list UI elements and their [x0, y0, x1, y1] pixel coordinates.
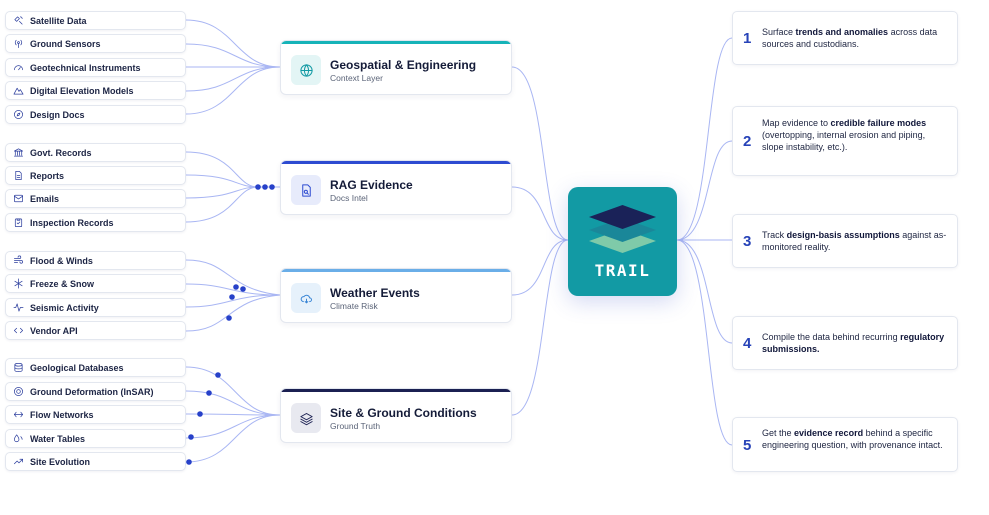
source-label: Flow Networks [30, 409, 94, 420]
flow-icon [6, 409, 30, 420]
mail-icon [6, 193, 30, 204]
deformation-icon [6, 386, 30, 397]
card-accent-bar [281, 389, 511, 392]
source-digital-elevation-models[interactable]: Digital Elevation Models [5, 81, 186, 100]
source-flow-networks[interactable]: Flow Networks [5, 405, 186, 424]
source-label: Vendor API [30, 325, 78, 336]
source-satellite-data[interactable]: Satellite Data [5, 11, 186, 30]
code-icon [6, 325, 30, 336]
outcome-number: 3 [743, 233, 752, 250]
file-icon [6, 170, 30, 181]
mountain-icon [6, 85, 30, 96]
outcome-card-5[interactable]: 5 Get the evidence record behind a speci… [732, 417, 958, 472]
source-geological-databases[interactable]: Geological Databases [5, 358, 186, 377]
source-ground-sensors[interactable]: Ground Sensors [5, 34, 186, 53]
source-site-evolution[interactable]: Site Evolution [5, 452, 186, 471]
layer-card-site-ground[interactable]: Site & Ground Conditions Ground Truth [280, 388, 512, 443]
outcome-number: 2 [743, 133, 752, 150]
database-icon [6, 362, 30, 373]
card-subtitle: Context Layer [330, 73, 383, 83]
source-label: Satellite Data [30, 15, 87, 26]
source-flood-winds[interactable]: Flood & Winds [5, 251, 186, 270]
cloud-rain-icon [291, 283, 321, 313]
card-subtitle: Docs Intel [330, 193, 368, 203]
card-title: Weather Events [330, 286, 420, 300]
outcome-text: Surface trends and anomalies across data… [762, 27, 938, 49]
card-accent-bar [281, 269, 511, 272]
activity-icon [6, 302, 30, 313]
source-label: Seismic Activity [30, 302, 99, 313]
card-accent-bar [281, 41, 511, 44]
bank-icon [6, 147, 30, 158]
sensor-icon [6, 38, 30, 49]
outcome-number: 4 [743, 335, 752, 352]
card-subtitle: Ground Truth [330, 421, 381, 431]
droplets-icon [6, 433, 30, 444]
trail-hub[interactable]: TRAIL [568, 187, 677, 296]
outcome-number: 1 [743, 30, 752, 47]
source-reports[interactable]: Reports [5, 166, 186, 185]
source-inspection-records[interactable]: Inspection Records [5, 213, 186, 232]
gauge-icon [6, 62, 30, 73]
satellite-icon [6, 15, 30, 26]
trend-up-icon [6, 456, 30, 467]
source-label: Ground Deformation (InSAR) [30, 386, 154, 397]
outcome-number: 5 [743, 437, 752, 454]
card-accent-bar [281, 161, 511, 164]
source-vendor-api[interactable]: Vendor API [5, 321, 186, 340]
outcome-text: Get the evidence record behind a specifi… [762, 428, 943, 450]
source-label: Freeze & Snow [30, 278, 95, 289]
trail-label: TRAIL [594, 261, 651, 280]
source-label: Site Evolution [30, 456, 91, 467]
source-emails[interactable]: Emails [5, 189, 186, 208]
layer-card-weather-events[interactable]: Weather Events Climate Risk [280, 268, 512, 323]
outcome-text: Map evidence to credible failure modes (… [762, 118, 927, 152]
card-title: Geospatial & Engineering [330, 58, 477, 72]
compass-icon [6, 109, 30, 120]
layer-card-geospatial[interactable]: Geospatial & Engineering Context Layer [280, 40, 512, 95]
layer-card-rag-evidence[interactable]: RAG Evidence Docs Intel [280, 160, 512, 215]
card-title: RAG Evidence [330, 178, 413, 192]
source-label: Geological Databases [30, 362, 124, 373]
source-label: Flood & Winds [30, 255, 93, 266]
source-water-tables[interactable]: Water Tables [5, 429, 186, 448]
source-label: Ground Sensors [30, 38, 101, 49]
source-freeze-snow[interactable]: Freeze & Snow [5, 274, 186, 293]
source-ground-deformation[interactable]: Ground Deformation (InSAR) [5, 382, 186, 401]
source-label: Design Docs [30, 109, 85, 120]
source-label: Water Tables [30, 433, 86, 444]
card-subtitle: Climate Risk [330, 301, 378, 311]
globe-icon [291, 55, 321, 85]
snowflake-icon [6, 278, 30, 289]
outcome-card-4[interactable]: 4 Compile the data behind recurring regu… [732, 316, 958, 370]
outcome-card-1[interactable]: 1 Surface trends and anomalies across da… [732, 11, 958, 65]
outcome-text: Compile the data behind recurring regula… [762, 332, 945, 354]
source-label: Emails [30, 193, 60, 204]
outcome-card-3[interactable]: 3 Track design-basis assumptions against… [732, 214, 958, 268]
source-label: Inspection Records [30, 217, 114, 228]
source-label: Digital Elevation Models [30, 85, 134, 96]
source-design-docs[interactable]: Design Docs [5, 105, 186, 124]
source-label: Geotechnical Instruments [30, 62, 141, 73]
layers-icon [291, 403, 321, 433]
document-search-icon [291, 175, 321, 205]
outcome-card-2[interactable]: 2 Map evidence to credible failure modes… [732, 106, 958, 176]
source-geotechnical-instruments[interactable]: Geotechnical Instruments [5, 58, 186, 77]
source-label: Govt. Records [30, 147, 92, 158]
trail-logo-icon [589, 205, 656, 253]
wind-icon [6, 255, 30, 266]
source-label: Reports [30, 170, 65, 181]
outcome-text: Track design-basis assumptions against a… [762, 230, 947, 252]
source-govt-records[interactable]: Govt. Records [5, 143, 186, 162]
source-seismic-activity[interactable]: Seismic Activity [5, 298, 186, 317]
clipboard-check-icon [6, 217, 30, 228]
card-title: Site & Ground Conditions [330, 406, 477, 420]
